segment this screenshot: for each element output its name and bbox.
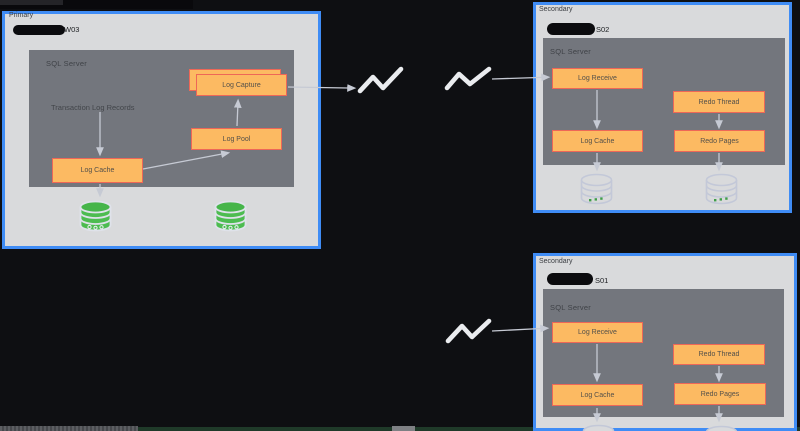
redaction-bar-highlight [0,0,63,5]
log-cache-node[interactable]: Log Cache [552,384,643,406]
network-link-icon[interactable] [445,318,492,344]
redo-pages-node[interactable]: Redo Pages [674,383,766,405]
database-outline-icon[interactable] [578,172,615,207]
sql-server-title: SQL Server [550,303,591,312]
log-pool-node[interactable]: Log Pool [191,128,282,150]
database-icon[interactable] [212,199,249,234]
transaction-log-records-label: Transaction Log Records [51,103,135,112]
network-link-icon[interactable] [444,66,492,91]
primary-group[interactable]: Primary W03 SQL Server Transaction Log R… [2,11,321,249]
redo-thread-node[interactable]: Redo Thread [673,344,765,365]
database-icon[interactable] [77,199,114,234]
bottom-scrollbar-strip[interactable] [0,426,138,431]
primary-sql-server-box[interactable]: SQL Server Transaction Log Records Log C… [29,50,294,187]
bottom-scrollbar-thumb[interactable] [392,426,415,431]
log-receive-node[interactable]: Log Receive [552,322,643,343]
secondary-group-s02[interactable]: Secondary S02 SQL Server Log Receive Red… [533,2,792,213]
database-outline-icon[interactable] [580,423,617,431]
secondary-label: Secondary [539,6,573,13]
log-receive-node[interactable]: Log Receive [552,68,643,89]
sql-server-title: SQL Server [46,59,87,68]
log-cache-node[interactable]: Log Cache [52,158,143,183]
secondary-label: Secondary [539,258,573,265]
redacted-server-name [13,25,65,35]
log-capture-node[interactable]: Log Capture [196,74,287,96]
network-link-icon[interactable] [357,66,404,94]
bottom-green-strip [138,427,800,431]
sql-server-title: SQL Server [550,47,591,56]
server-name-suffix: S01 [595,276,609,285]
secondary-s02-sql-server-box[interactable]: SQL Server Log Receive Redo Thread Log C… [543,38,785,165]
database-outline-icon[interactable] [703,172,740,207]
database-outline-icon[interactable] [703,424,740,431]
server-name-suffix: S02 [596,25,610,34]
redo-thread-node[interactable]: Redo Thread [673,91,765,113]
redaction-bar [0,0,193,9]
secondary-s01-sql-server-box[interactable]: SQL Server Log Receive Redo Thread Log C… [543,289,784,417]
redacted-server-name [547,273,593,285]
redacted-server-name [547,23,595,35]
log-cache-node[interactable]: Log Cache [552,130,643,152]
primary-label: Primary [9,12,34,19]
server-name-suffix: W03 [64,25,80,34]
secondary-group-s01[interactable]: Secondary S01 SQL Server Log Receive Red… [533,253,797,431]
redo-pages-node[interactable]: Redo Pages [674,130,765,152]
